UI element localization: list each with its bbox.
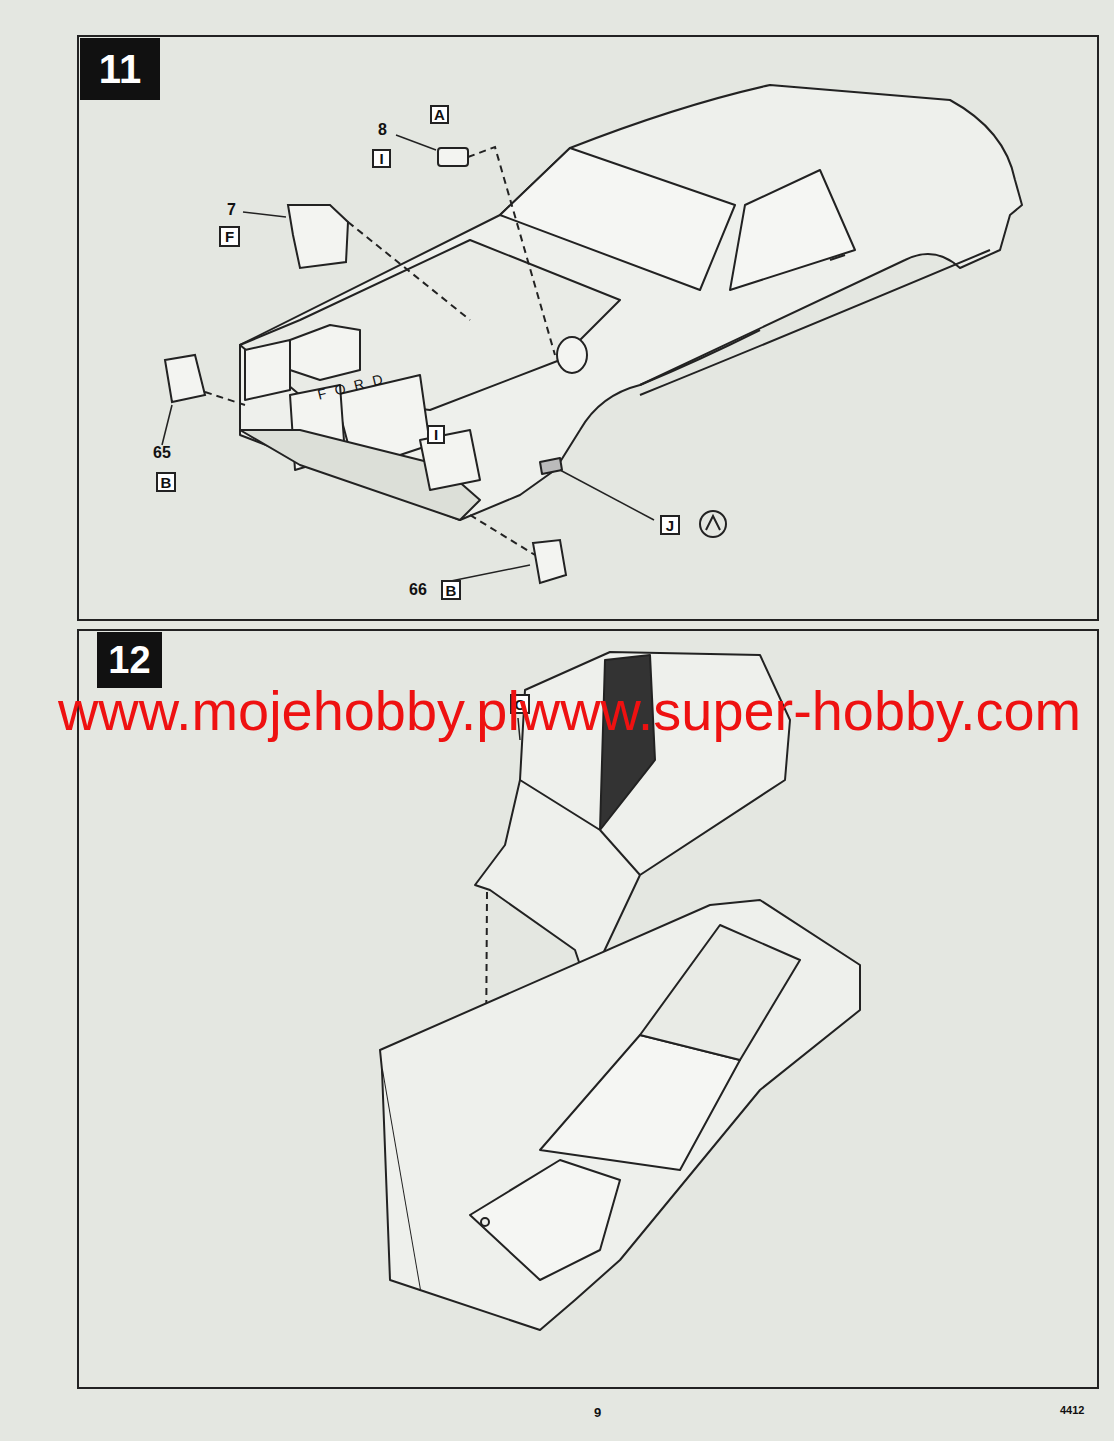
leader-line [162, 135, 654, 740]
sprue-letter: I [434, 427, 438, 442]
decal-symbol [706, 516, 720, 530]
sprue-letter-box: I [427, 425, 445, 444]
sprue-letter-box: A [430, 105, 449, 124]
step-frame [78, 630, 1098, 1388]
step-number: 11 [99, 49, 141, 89]
sprue-letter: B [446, 583, 457, 598]
callout-number: 8 [378, 121, 387, 139]
sprue-letter: A [434, 107, 445, 122]
step-frame [78, 36, 1098, 620]
sprue-letter: B [161, 475, 172, 490]
callout-number: 66 [409, 581, 427, 599]
sprue-letter-box: I [372, 149, 391, 168]
car-body [240, 85, 1022, 520]
kit-part [165, 148, 566, 583]
car-body [380, 900, 860, 1330]
sprue-letter: F [225, 229, 234, 244]
callout-number: 65 [153, 444, 171, 462]
step-number: 12 [108, 641, 150, 679]
sprue-letter-box: J [660, 515, 680, 535]
watermark: www.mojehobby.plwww.super-hobby.com [58, 680, 1081, 741]
sprue-letter-box: B [156, 472, 176, 492]
sprue-letter: J [666, 518, 674, 533]
page-number: 9 [594, 1406, 601, 1420]
step-number-box: 11 [80, 38, 160, 100]
sprue-letter: I [379, 151, 383, 166]
callout-number: 7 [227, 201, 236, 219]
kit-number: 4412 [1060, 1404, 1084, 1416]
sprue-letter-box: B [441, 580, 461, 600]
decal-symbol [700, 511, 726, 537]
sprue-letter-box: F [219, 226, 240, 247]
